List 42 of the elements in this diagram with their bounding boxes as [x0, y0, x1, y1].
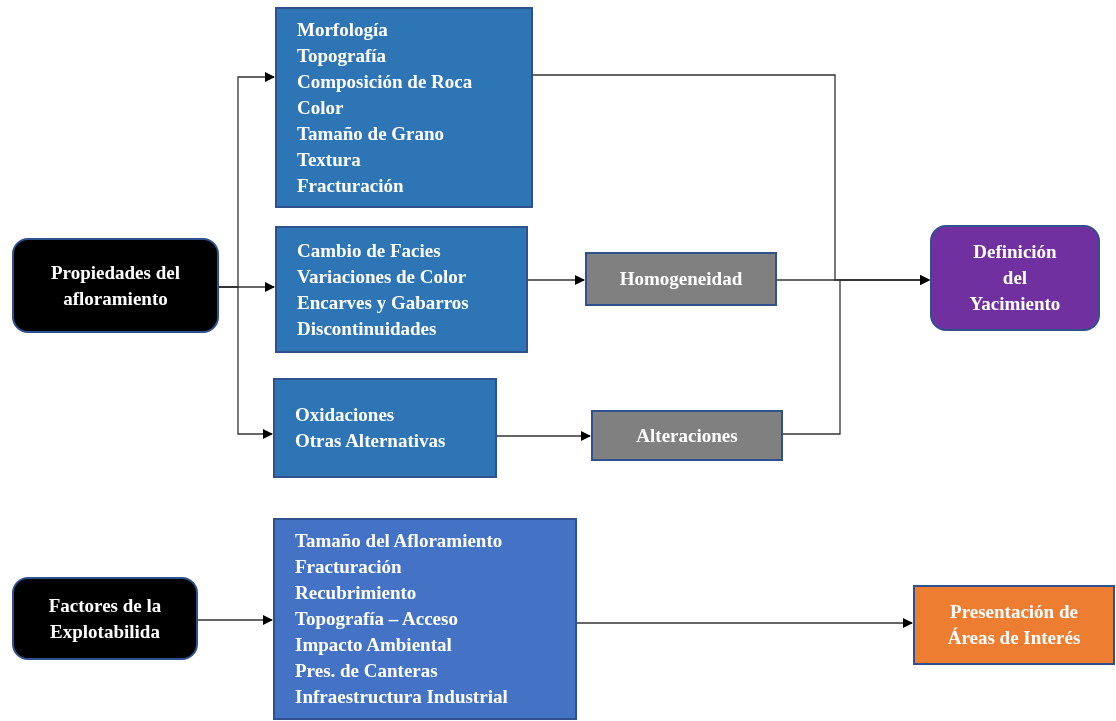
list-item: Otras Alternativas [295, 429, 447, 453]
list-item: Textura [297, 147, 362, 172]
list-item: Discontinuidades [297, 316, 438, 341]
process-box [591, 410, 783, 461]
list-item: Oxidaciones [295, 403, 396, 427]
list-item: Composición de Roca [297, 69, 474, 94]
list-item: Encarves y Gabarros [297, 290, 470, 315]
result-box [930, 225, 1100, 331]
list-item: Recubrimiento [295, 581, 418, 605]
box-label: Presentación de Áreas de Interés [946, 600, 1082, 650]
list-item: Pres. de Canteras [295, 659, 439, 683]
list-item: Topografía – Acceso [295, 607, 459, 631]
list-item: Topografía [297, 43, 388, 68]
list-item: Morfología [297, 17, 389, 42]
arrow [527, 275, 585, 285]
start-box [12, 238, 219, 333]
list-item: Tamaño del Afloramiento [295, 529, 504, 553]
box-label: Homogeneidad [619, 267, 743, 291]
list-item: Cambio de Facies [297, 238, 442, 263]
box-label: Definición del Yacimiento [968, 240, 1062, 316]
list-item: Impacto Ambiental [295, 633, 453, 657]
process-box [585, 252, 777, 306]
list-item: Fracturación [297, 173, 405, 198]
arrow [496, 431, 591, 441]
start-box [12, 577, 198, 660]
box-label: Propiedades del afloramiento [50, 260, 181, 311]
list-box [275, 226, 528, 353]
list-box [275, 7, 533, 208]
list-item: Infraestructura Industrial [295, 685, 509, 709]
arrow [197, 615, 273, 625]
arrow [218, 286, 273, 439]
arrow [782, 275, 930, 435]
list-item: Fracturación [295, 555, 403, 579]
arrow [576, 618, 913, 628]
box-label: Alteraciones [636, 423, 738, 448]
list-item: Tamaño de Grano [297, 121, 446, 146]
list-item: Color [297, 95, 345, 120]
list-item: Variaciones de Color [297, 264, 468, 289]
box-label: Factores de la Explotabilida [47, 593, 163, 644]
list-box [273, 518, 577, 720]
list-box [273, 378, 497, 478]
result-box [913, 585, 1115, 665]
